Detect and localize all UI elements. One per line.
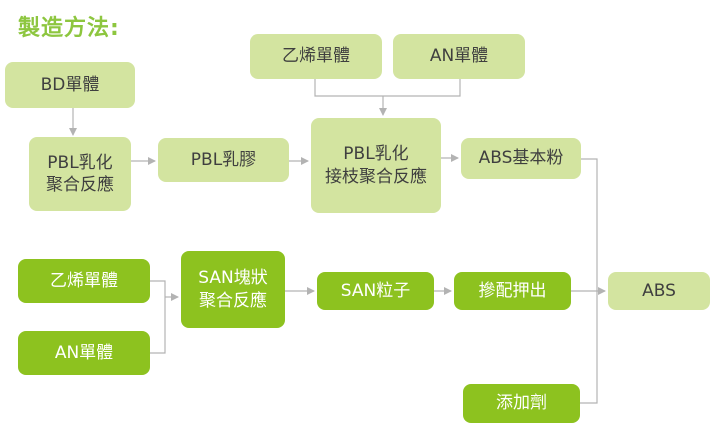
pbl-latex-label: PBL乳膠 (190, 149, 257, 170)
san-block-polymerization-box: SAN塊狀 聚合反應 (181, 251, 285, 328)
additive-box: 添加劑 (463, 384, 580, 423)
line-bottom-monomers-join (150, 280, 166, 354)
ethylene-monomer-top-label: 乙烯單體 (282, 46, 350, 67)
an-monomer-bottom-label: AN單體 (54, 342, 114, 363)
additive-label: 添加劑 (496, 393, 547, 414)
ethylene-monomer-top-box: 乙烯單體 (250, 34, 382, 79)
abs-product-box: ABS (608, 272, 710, 310)
abs-base-powder-box: ABS基本粉 (461, 138, 581, 179)
an-monomer-bottom-box: AN單體 (18, 331, 150, 375)
san-pellet-label: SAN粒子 (340, 280, 411, 301)
line-top-monomers-join (314, 78, 461, 97)
pbl-graft-polymerization-label: PBL乳化 接枝聚合反應 (325, 144, 427, 187)
pbl-latex-box: PBL乳膠 (158, 138, 289, 182)
an-monomer-top-box: AN單體 (393, 34, 525, 79)
an-monomer-top-label: AN單體 (429, 46, 489, 67)
line-abs-base-down (580, 158, 598, 404)
ethylene-monomer-bottom-label: 乙烯單體 (50, 270, 118, 291)
abs-product-label: ABS (642, 280, 676, 301)
page-title: 製造方法: (18, 16, 120, 41)
san-pellet-box: SAN粒子 (317, 272, 434, 310)
abs-base-powder-label: ABS基本粉 (478, 148, 564, 169)
pbl-graft-polymerization-box: PBL乳化 接枝聚合反應 (311, 118, 441, 213)
ethylene-monomer-bottom-box: 乙烯單體 (18, 259, 150, 303)
pbl-emulsion-polymerization-box: PBL乳化 聚合反應 (29, 137, 131, 211)
pbl-emulsion-polymerization-label: PBL乳化 聚合反應 (46, 152, 114, 195)
bd-monomer-box: BD單體 (5, 62, 135, 108)
mixing-extrusion-box: 摻配押出 (454, 272, 571, 310)
mixing-extrusion-label: 摻配押出 (478, 280, 547, 301)
san-block-polymerization-label: SAN塊狀 聚合反應 (198, 268, 268, 311)
bd-monomer-label: BD單體 (40, 74, 100, 95)
